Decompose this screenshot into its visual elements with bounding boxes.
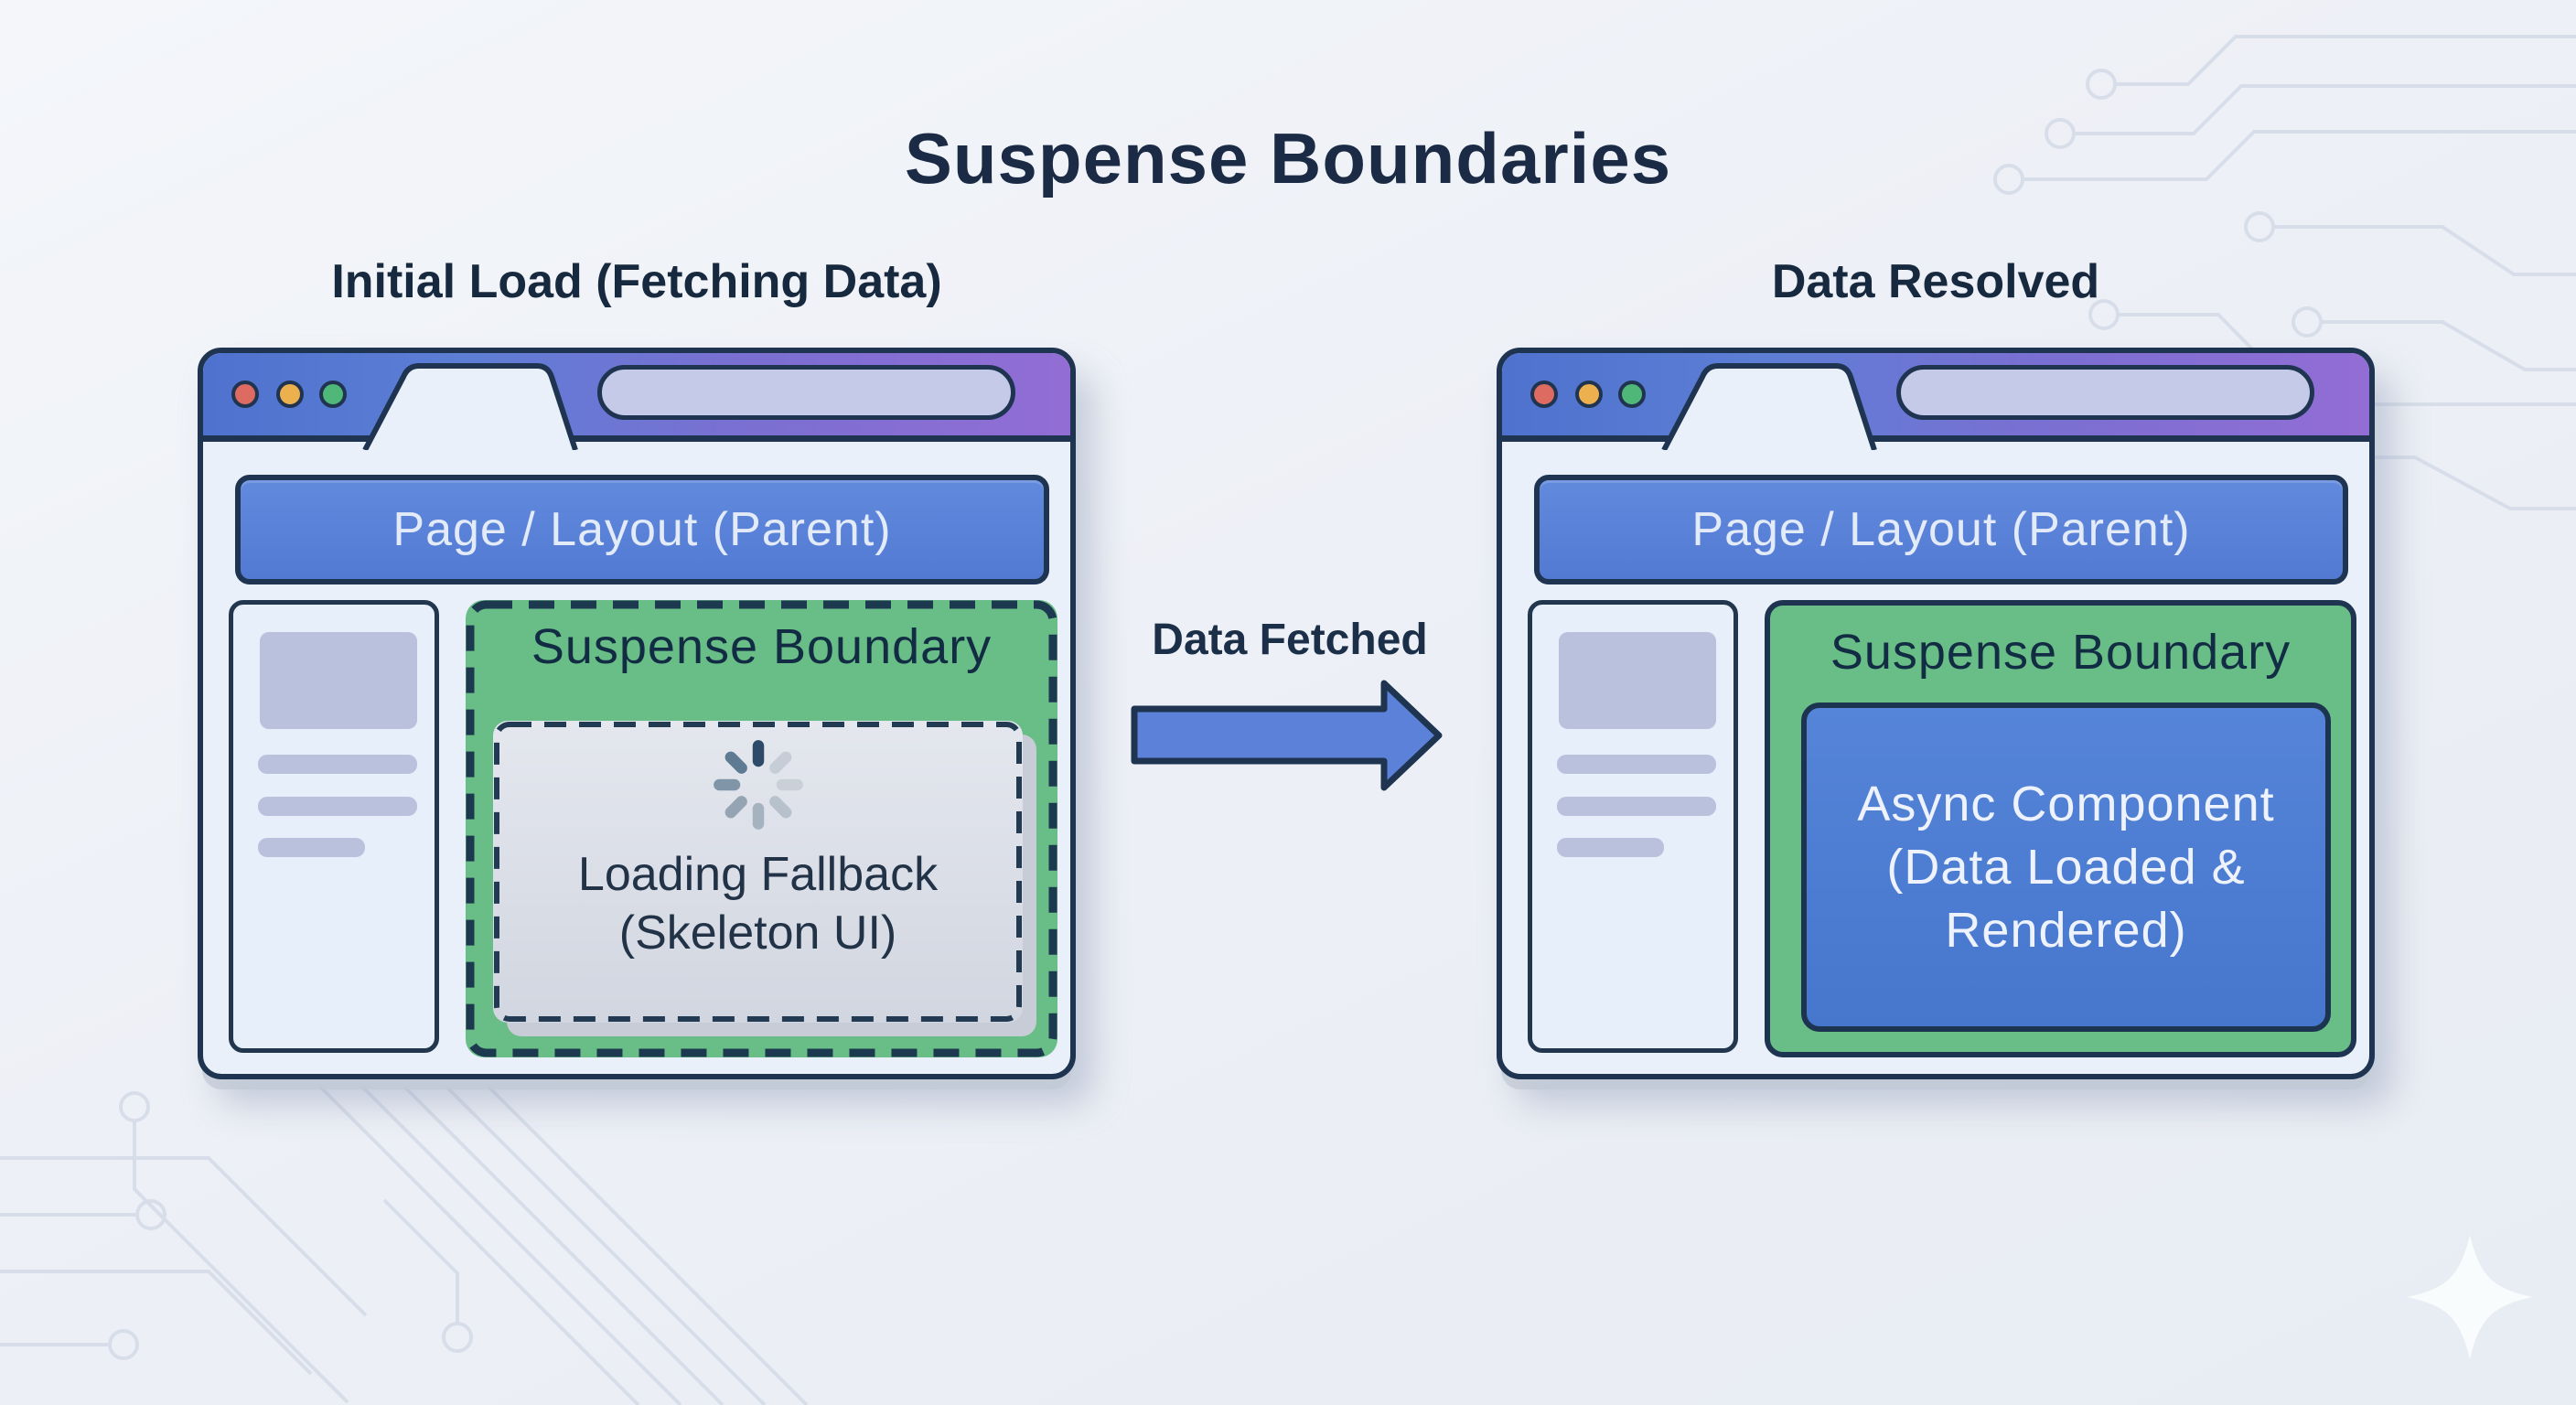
skeleton-text-line	[1557, 838, 1664, 857]
skeleton-text-line	[1557, 755, 1716, 774]
sidebar-skeleton	[1528, 600, 1738, 1053]
async-line-1: Async Component	[1857, 776, 2275, 831]
page-layout-parent-bar: Page / Layout (Parent)	[1534, 475, 2348, 585]
loading-fallback-card: Loading Fallback (Skeleton UI)	[493, 721, 1023, 1023]
loading-fallback-text: Loading Fallback (Skeleton UI)	[578, 845, 938, 962]
minimize-icon	[276, 381, 304, 408]
sparkle-decoration	[2407, 1235, 2533, 1359]
fallback-line-2: (Skeleton UI)	[618, 906, 897, 960]
skeleton-text-line	[258, 755, 417, 774]
maximize-icon	[319, 381, 347, 408]
url-bar	[597, 365, 1015, 420]
close-icon	[231, 381, 259, 408]
skeleton-image-block	[260, 632, 417, 729]
page-layout-parent-bar: Page / Layout (Parent)	[235, 475, 1049, 585]
browser-topbar	[1502, 353, 2369, 442]
skeleton-text-line	[1557, 797, 1716, 816]
async-line-3: Rendered)	[1945, 902, 2187, 958]
async-component-card: Async Component (Data Loaded & Rendered)	[1801, 702, 2331, 1032]
browser-window-initial-load: Page / Layout (Parent) Suspense Boundary	[198, 348, 1076, 1079]
close-icon	[1530, 381, 1558, 408]
browser-window-data-resolved: Page / Layout (Parent) Suspense Boundary…	[1497, 348, 2375, 1079]
suspense-boundary-dashed: Suspense Boundary Loading Fallba	[466, 600, 1057, 1057]
right-arrow-icon	[1131, 680, 1443, 791]
browser-topbar	[203, 353, 1070, 442]
async-line-2: (Data Loaded &	[1886, 839, 2246, 895]
right-panel-heading: Data Resolved	[1771, 255, 2100, 308]
minimize-icon	[1575, 381, 1603, 408]
skeleton-text-line	[258, 797, 417, 816]
suspense-boundary-solid: Suspense Boundary Async Component (Data …	[1765, 600, 2356, 1057]
sidebar-skeleton	[229, 600, 439, 1053]
data-fetched-label: Data Fetched	[1152, 616, 1428, 664]
fallback-line-1: Loading Fallback	[577, 848, 939, 901]
browser-tab-icon	[362, 363, 578, 450]
skeleton-image-block	[1559, 632, 1716, 729]
maximize-icon	[1618, 381, 1646, 408]
url-bar	[1896, 365, 2314, 420]
suspense-boundary-label: Suspense Boundary	[1830, 625, 2292, 680]
skeleton-text-line	[258, 838, 365, 857]
page-title: Suspense Boundaries	[904, 118, 1672, 198]
left-panel-heading: Initial Load (Fetching Data)	[331, 255, 942, 308]
browser-tab-icon	[1661, 363, 1877, 450]
suspense-boundary-label: Suspense Boundary	[531, 619, 993, 674]
loading-spinner-icon	[713, 740, 803, 830]
